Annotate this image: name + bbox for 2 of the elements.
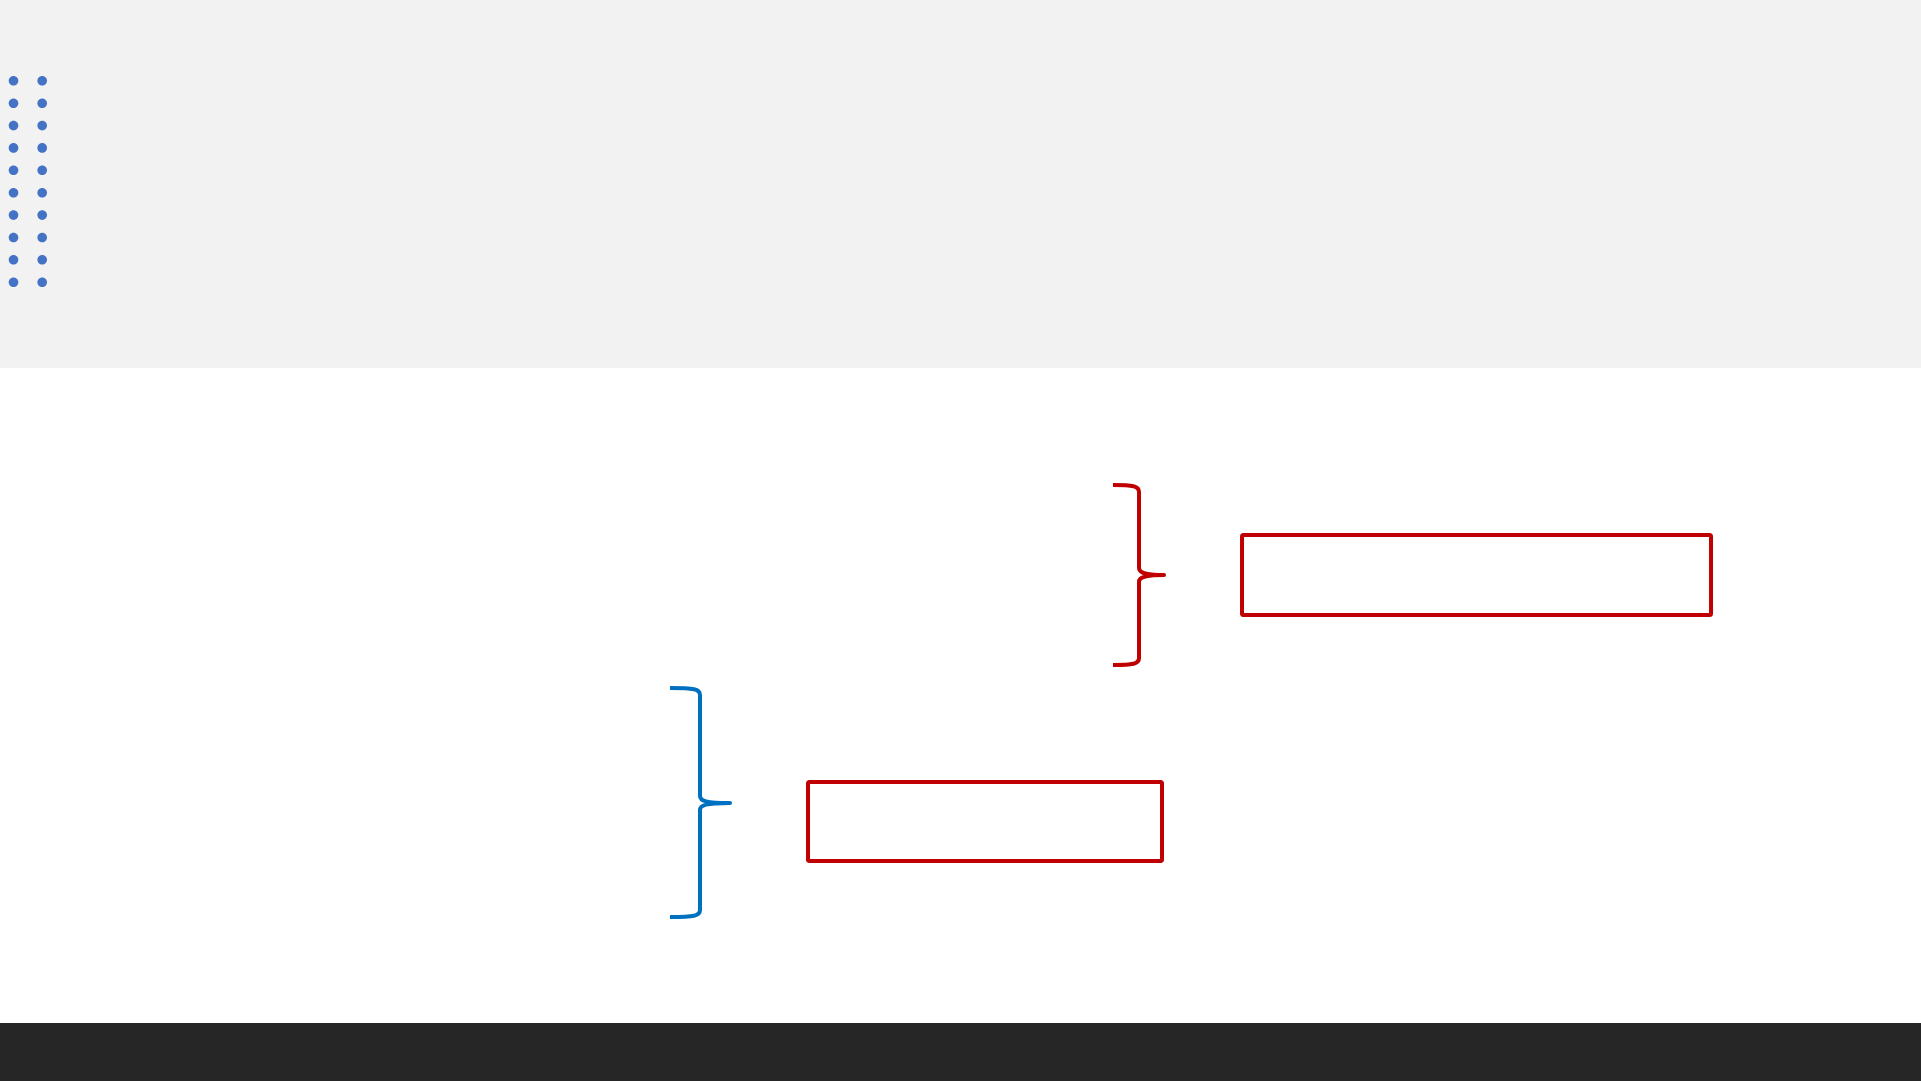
empty-box — [1240, 533, 1713, 617]
empty-box — [806, 780, 1164, 863]
